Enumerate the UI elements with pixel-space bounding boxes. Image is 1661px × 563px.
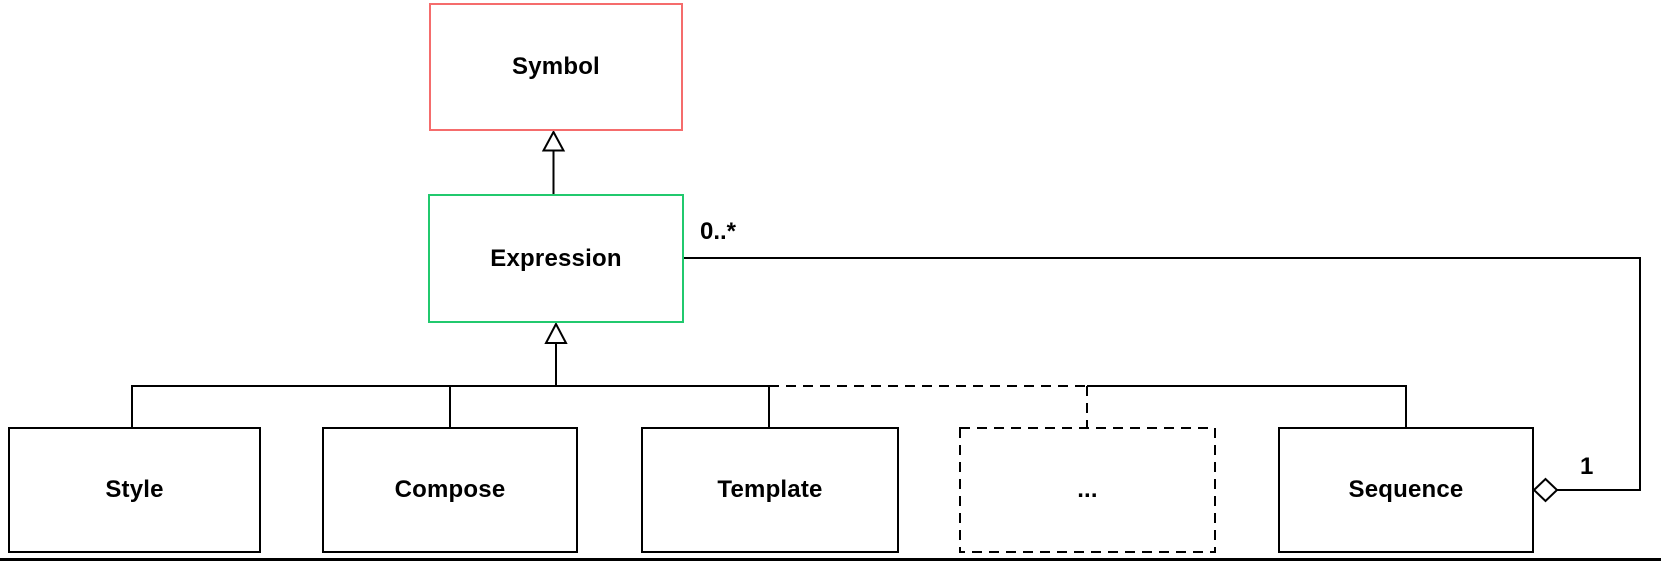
class-label-symbol: Symbol: [512, 53, 600, 80]
edge-expression-sequence-association: [684, 257, 1641, 491]
class-label-ellipsis: ...: [1077, 476, 1098, 503]
class-box-style[interactable]: Style: [8, 427, 261, 553]
class-box-expression[interactable]: Expression: [428, 194, 684, 323]
inheritance-triangle-icon: [544, 321, 568, 344]
trunk-left-solid-segment: [131, 385, 769, 427]
multiplicity-label-source: 0..*: [700, 218, 737, 245]
class-label-compose: Compose: [394, 476, 506, 503]
class-box-ellipsis[interactable]: ...: [959, 427, 1216, 553]
inheritance-triangle-icon: [541, 129, 566, 152]
class-label-sequence: Sequence: [1348, 476, 1464, 503]
class-box-compose[interactable]: Compose: [322, 427, 578, 553]
ellipsis-node-dashed-rect[interactable]: [959, 427, 1216, 553]
class-box-sequence[interactable]: Sequence: [1278, 427, 1534, 553]
class-box-symbol[interactable]: Symbol: [429, 3, 683, 131]
trunk-right-solid-segment: [1087, 385, 1407, 427]
aggregation-diamond-icon: [1532, 477, 1559, 503]
class-label-template: Template: [717, 476, 823, 503]
class-label-expression: Expression: [490, 244, 622, 272]
class-label-style: Style: [105, 476, 164, 503]
class-box-template[interactable]: Template: [641, 427, 899, 553]
multiplicity-label-target: 1: [1580, 453, 1594, 480]
